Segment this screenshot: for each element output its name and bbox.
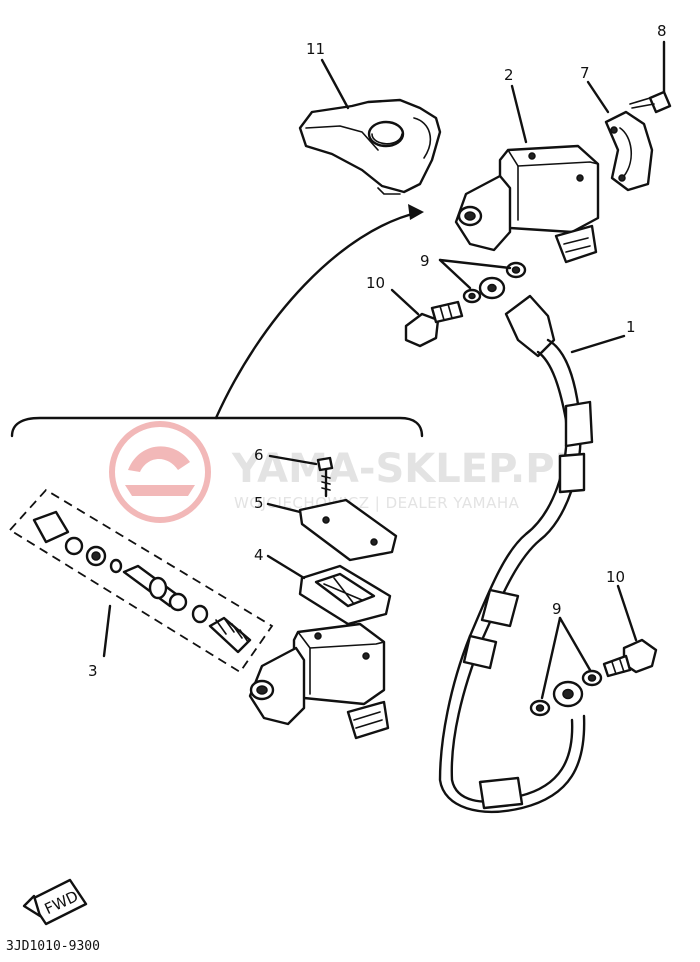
part-9-washers-top [438, 258, 527, 304]
part-8-screw [629, 40, 672, 114]
fwd-direction-tag: FWD [22, 878, 88, 926]
callout-6: 6 [254, 446, 264, 464]
part-11-lever-cover [298, 58, 442, 195]
watermark: YAMA-SKLEP.PL WOJCIECHOWICZ | DEALER YAM… [109, 421, 580, 523]
part-4-diaphragm [266, 554, 392, 626]
part-7-clamp [586, 80, 654, 192]
part-5-cap [266, 498, 398, 562]
part-9-washers-bottom [529, 616, 603, 717]
callout-8: 8 [657, 22, 667, 40]
part-10-bolt-top [390, 288, 464, 348]
exploded-view-bracket [10, 204, 424, 438]
diagram-code: 3JD1010-9300 [6, 939, 100, 954]
watermark-subtitle: WOJCIECHOWICZ | DEALER YAMAHA [234, 494, 520, 512]
part-3-piston-kit [8, 488, 274, 674]
callout-1: 1 [626, 318, 636, 336]
watermark-brand: YAMA-SKLEP.PL [231, 446, 580, 492]
watermark-logo [109, 421, 211, 523]
part-10-bolt-bottom [602, 584, 658, 678]
callout-10-top: 10 [366, 274, 385, 292]
callout-9-bottom: 9 [552, 600, 562, 618]
callout-7: 7 [580, 64, 590, 82]
callout-9-top: 9 [420, 252, 430, 270]
callout-4: 4 [254, 546, 264, 564]
callout-3: 3 [88, 662, 98, 680]
callout-5: 5 [254, 494, 264, 512]
callout-11: 11 [306, 40, 325, 58]
callout-10-bottom: 10 [606, 568, 625, 586]
part-2-master-cylinder [454, 84, 600, 264]
master-cylinder-body [248, 622, 390, 740]
callout-2: 2 [504, 66, 514, 84]
part-6-screw [268, 454, 334, 498]
part-1-brake-hose [438, 276, 626, 813]
